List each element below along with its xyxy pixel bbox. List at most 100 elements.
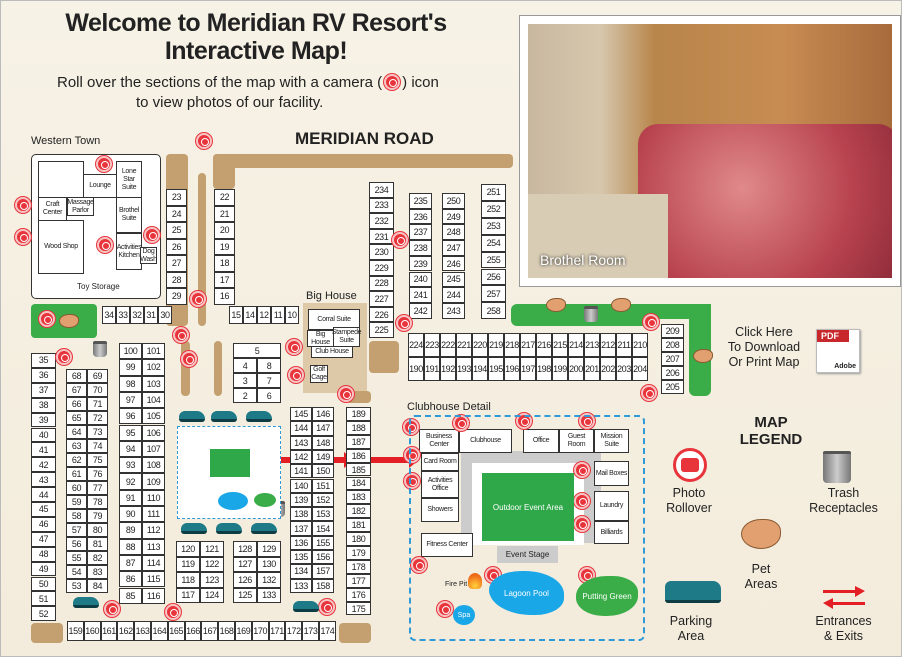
toy-storage-label[interactable]: Toy Storage (77, 282, 120, 291)
western-town-craft-center[interactable]: Craft Center (38, 197, 67, 221)
site-162[interactable]: 162 (117, 621, 135, 641)
site-8[interactable]: 8 (257, 358, 281, 373)
site-176[interactable]: 176 (346, 587, 371, 602)
site-43[interactable]: 43 (31, 472, 56, 488)
site-116[interactable]: 116 (142, 587, 165, 604)
site-235[interactable]: 235 (409, 193, 432, 209)
site-26[interactable]: 26 (166, 238, 187, 255)
site-198[interactable]: 198 (536, 357, 552, 381)
camera-icon[interactable] (56, 349, 72, 365)
site-47[interactable]: 47 (31, 531, 56, 547)
site-166[interactable]: 166 (184, 621, 202, 641)
site-20[interactable]: 20 (214, 222, 235, 239)
site-80[interactable]: 80 (87, 523, 108, 537)
camera-icon[interactable] (196, 133, 212, 149)
site-95[interactable]: 95 (119, 424, 142, 441)
site-4[interactable]: 4 (233, 358, 257, 373)
site-94[interactable]: 94 (119, 440, 142, 458)
clubhouse-billiards[interactable]: Billiards (594, 521, 629, 544)
camera-icon[interactable] (516, 413, 532, 429)
camera-icon[interactable] (288, 367, 304, 383)
site-40[interactable]: 40 (31, 427, 56, 443)
camera-icon[interactable] (144, 227, 160, 243)
site-102[interactable]: 102 (142, 359, 165, 376)
clubhouse-mail-boxes[interactable]: Mail Boxes (594, 461, 629, 486)
site-174[interactable]: 174 (319, 621, 336, 641)
site-163[interactable]: 163 (134, 621, 151, 641)
clubhouse-fitness-center[interactable]: Fitness Center (421, 533, 473, 557)
site-252[interactable]: 252 (481, 200, 506, 218)
site-183[interactable]: 183 (346, 490, 371, 505)
camera-icon[interactable] (579, 413, 595, 429)
site-49[interactable]: 49 (31, 561, 56, 577)
site-202[interactable]: 202 (600, 357, 616, 381)
site-205[interactable]: 205 (661, 380, 684, 394)
site-77[interactable]: 77 (87, 481, 108, 495)
site-137[interactable]: 137 (290, 521, 312, 536)
big-house-stampede-suite[interactable]: Stampede Suite (332, 327, 362, 347)
site-41[interactable]: 41 (31, 442, 56, 458)
site-133[interactable]: 133 (290, 578, 312, 593)
site-177[interactable]: 177 (346, 573, 371, 588)
site-228[interactable]: 228 (369, 275, 394, 292)
site-233[interactable]: 233 (369, 197, 394, 214)
site-90[interactable]: 90 (119, 506, 142, 523)
site-98[interactable]: 98 (119, 375, 142, 392)
site-121[interactable]: 121 (200, 541, 224, 557)
site-12[interactable]: 12 (257, 306, 271, 324)
clubhouse-showers[interactable]: Showers (421, 498, 459, 522)
site-238[interactable]: 238 (409, 240, 432, 256)
site-216[interactable]: 216 (536, 333, 552, 357)
site-110[interactable]: 110 (142, 489, 165, 506)
site-175[interactable]: 175 (346, 601, 371, 616)
site-18[interactable]: 18 (214, 255, 235, 272)
site-128[interactable]: 128 (233, 541, 257, 557)
western-town-massage-parlor[interactable]: Massage Parlor (67, 197, 94, 216)
site-60[interactable]: 60 (66, 481, 87, 495)
site-50[interactable]: 50 (31, 576, 56, 592)
site-31[interactable]: 31 (144, 306, 158, 324)
site-132[interactable]: 132 (257, 572, 281, 588)
camera-icon[interactable] (338, 386, 354, 402)
putting-green[interactable]: Putting Green (576, 576, 638, 616)
site-89[interactable]: 89 (119, 522, 142, 539)
site-66[interactable]: 66 (66, 397, 87, 411)
site-67[interactable]: 67 (66, 383, 87, 397)
western-town-brothel-suite[interactable]: Brothel Suite (116, 197, 142, 233)
site-30[interactable]: 30 (158, 306, 172, 324)
site-221[interactable]: 221 (456, 333, 472, 357)
site-243[interactable]: 243 (442, 302, 465, 319)
camera-icon[interactable] (181, 351, 197, 367)
site-203[interactable]: 203 (616, 357, 632, 381)
site-79[interactable]: 79 (87, 509, 108, 523)
site-249[interactable]: 249 (442, 208, 465, 225)
site-16[interactable]: 16 (214, 288, 235, 305)
site-92[interactable]: 92 (119, 473, 142, 490)
site-75[interactable]: 75 (87, 453, 108, 467)
site-187[interactable]: 187 (346, 434, 371, 449)
clubhouse-activities-office[interactable]: Activities Office (421, 471, 459, 498)
camera-icon[interactable] (574, 516, 590, 532)
western-town-lounge[interactable]: Lounge (83, 174, 117, 198)
site-246[interactable]: 246 (442, 255, 465, 272)
site-23[interactable]: 23 (166, 189, 187, 206)
site-21[interactable]: 21 (214, 205, 235, 222)
camera-icon[interactable] (15, 229, 31, 245)
site-154[interactable]: 154 (312, 521, 334, 536)
site-141[interactable]: 141 (290, 464, 312, 479)
site-119[interactable]: 119 (176, 556, 200, 572)
site-127[interactable]: 127 (233, 556, 257, 572)
site-45[interactable]: 45 (31, 502, 56, 517)
site-164[interactable]: 164 (151, 621, 168, 641)
photo-frame[interactable]: Brothel Room (519, 15, 901, 287)
site-168[interactable]: 168 (218, 621, 235, 641)
site-3[interactable]: 3 (233, 373, 257, 388)
site-223[interactable]: 223 (424, 333, 440, 357)
camera-icon[interactable] (96, 156, 112, 172)
site-97[interactable]: 97 (119, 391, 142, 409)
site-28[interactable]: 28 (166, 271, 187, 288)
camera-icon[interactable] (319, 599, 335, 615)
site-17[interactable]: 17 (214, 271, 235, 288)
site-61[interactable]: 61 (66, 467, 87, 481)
site-7[interactable]: 7 (257, 373, 281, 388)
